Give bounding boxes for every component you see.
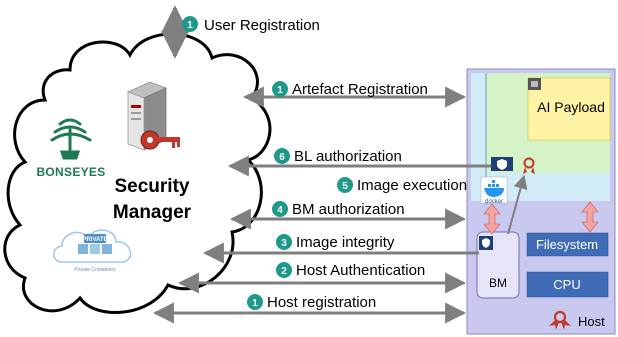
step-badge bbox=[272, 201, 288, 217]
step-badge bbox=[276, 234, 292, 250]
docker-label: docker bbox=[485, 199, 503, 205]
top-step-badge bbox=[182, 16, 198, 32]
message-arrows: 1 Artefact Registration 6 BL authorization 5… bbox=[152, 81, 491, 324]
filesystem-label: Filesystem bbox=[536, 237, 598, 252]
step-number: 6 bbox=[279, 152, 285, 163]
message-label: Image execution bbox=[357, 177, 467, 194]
step-number: 5 bbox=[342, 181, 348, 192]
step-badge bbox=[274, 148, 290, 164]
step-number: 1 bbox=[252, 298, 258, 309]
message-label: BM authorization bbox=[292, 201, 405, 218]
cpu-box bbox=[526, 271, 609, 298]
step-badge bbox=[276, 262, 292, 278]
step-badge bbox=[272, 81, 288, 97]
bm-to-bl-arrow bbox=[507, 174, 528, 235]
private-caption: Private Containers bbox=[74, 267, 116, 273]
bm-label: BM bbox=[489, 276, 507, 290]
bonseyes-tree-logo bbox=[50, 118, 92, 160]
cpu-label: CPU bbox=[553, 277, 580, 292]
brand-name: BONSEYES bbox=[36, 165, 105, 179]
top-step-number: 1 bbox=[187, 20, 193, 31]
host-badge-icon bbox=[549, 310, 571, 330]
shield-icon-bm bbox=[479, 236, 493, 250]
filesystem-box bbox=[526, 232, 609, 257]
host-label: Host bbox=[578, 314, 605, 329]
message-label: Host Authentication bbox=[296, 262, 425, 279]
message-label: Image integrity bbox=[296, 234, 395, 251]
step-badge bbox=[337, 177, 353, 193]
private-cloud-icon: PRIVATE Private Containers bbox=[53, 229, 132, 273]
step-badge bbox=[247, 294, 263, 310]
ai-payload-label: AI Payload bbox=[537, 99, 605, 115]
message-label: Artefact Registration bbox=[292, 81, 428, 98]
key-icon bbox=[140, 130, 180, 150]
shield-icon bbox=[491, 157, 513, 171]
title-security: Security bbox=[115, 176, 190, 197]
step-number: 4 bbox=[277, 205, 283, 216]
pink-double-arrow-right bbox=[581, 201, 599, 233]
message-label: Host registration bbox=[267, 294, 376, 311]
step-number: 3 bbox=[281, 238, 287, 249]
ai-payload-box bbox=[527, 77, 611, 141]
tpm-badge-icon bbox=[523, 157, 535, 174]
chip-icon bbox=[528, 78, 541, 90]
top-label: User Registration bbox=[204, 17, 320, 34]
docker-icon: docker bbox=[480, 176, 508, 205]
step-number: 2 bbox=[281, 266, 287, 277]
title-manager: Manager bbox=[113, 202, 192, 223]
message-label: BL authorization bbox=[294, 148, 402, 165]
pink-double-arrow-left bbox=[483, 203, 501, 235]
step-number: 1 bbox=[277, 85, 283, 96]
private-badge: PRIVATE bbox=[82, 237, 107, 243]
